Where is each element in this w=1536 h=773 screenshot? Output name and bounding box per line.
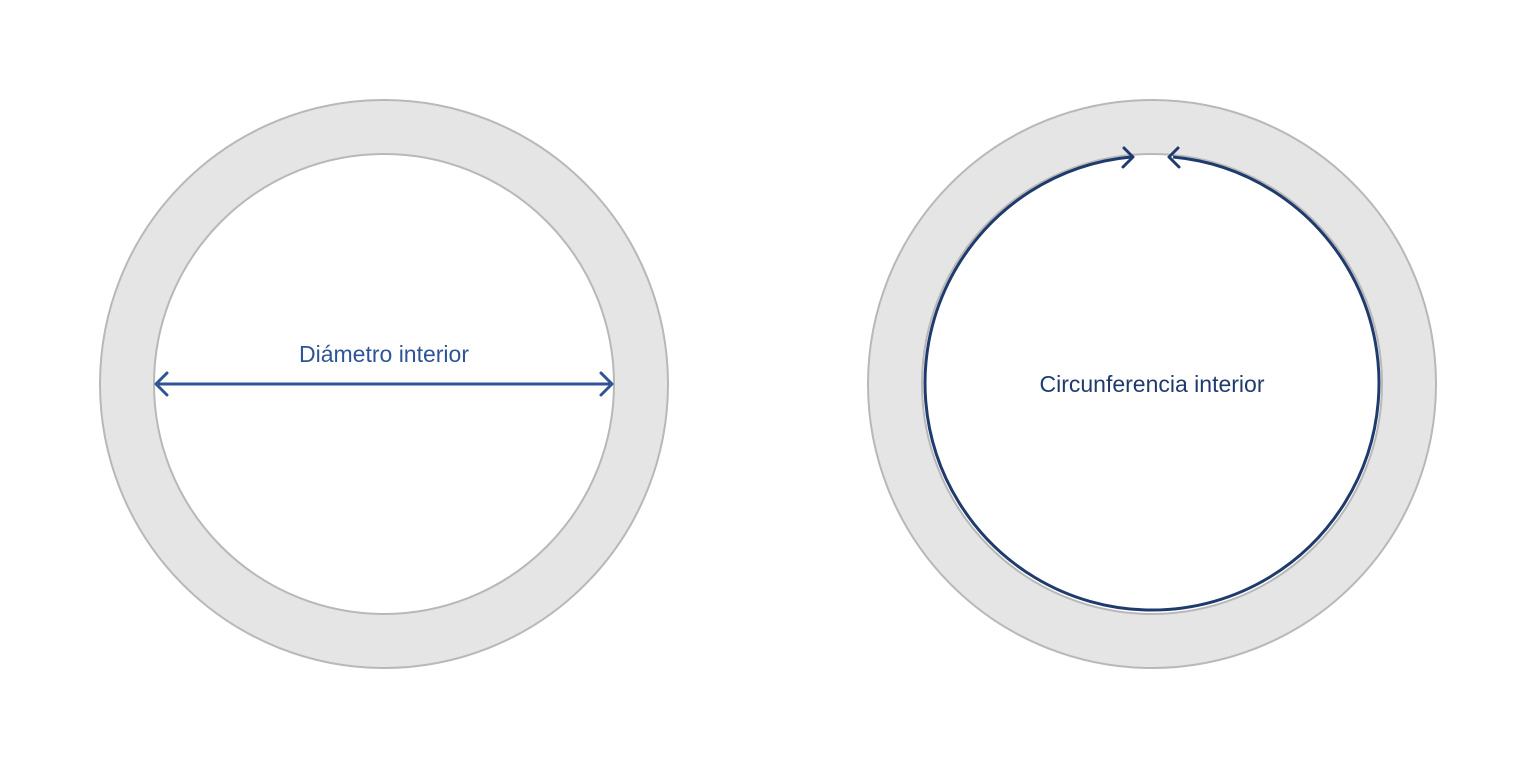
inner-circumference-label: Circunferencia interior — [1040, 371, 1265, 397]
right-inner-hole — [921, 153, 1383, 615]
inner-circumference-diagram: Circunferencia interior — [867, 99, 1437, 669]
diameter-arrowhead-left — [154, 371, 169, 397]
inner-diameter-label: Diámetro interior — [299, 341, 469, 367]
inner-diameter-diagram: Diámetro interior — [99, 99, 669, 669]
circumference-arc — [923, 155, 1381, 612]
circumference-arrowhead-left — [1121, 146, 1135, 169]
diameter-arrowhead-right — [599, 371, 614, 397]
circumference-arrowhead-right — [1167, 146, 1181, 169]
